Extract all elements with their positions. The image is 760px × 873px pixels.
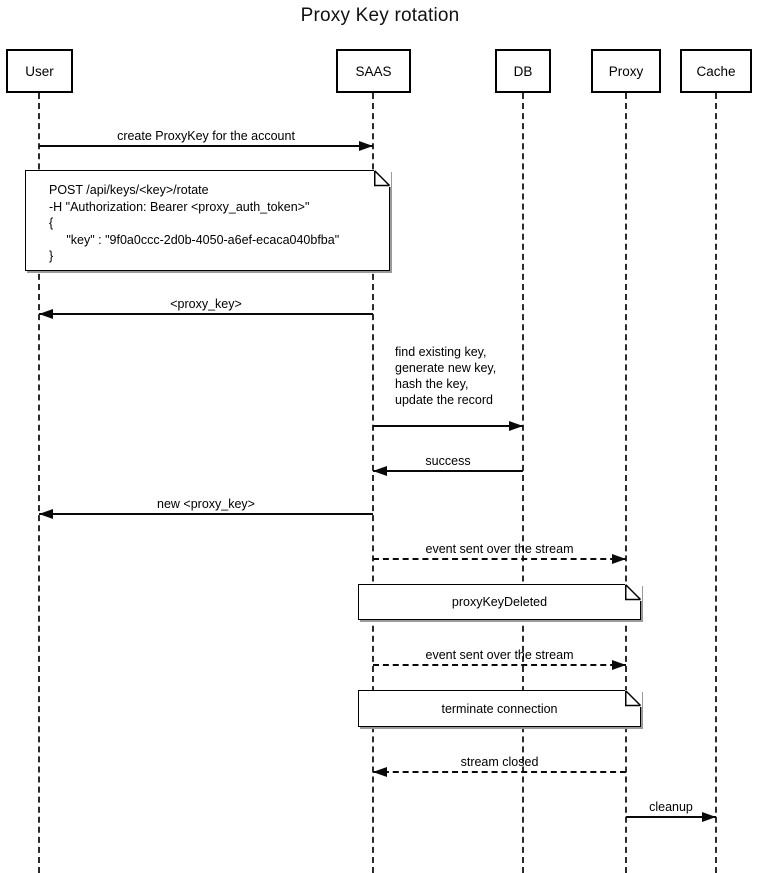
participant-db: DB [495,49,551,93]
note-fold-icon [373,169,391,187]
message-line-new-proxy-key [39,513,373,515]
message-label-find-key: find existing key, generate new key, has… [395,345,497,407]
note-rotate-request: POST /api/keys/<key>/rotate -H "Authoriz… [25,169,391,271]
message-line-proxy-key [39,313,373,315]
arrowhead-right-icon [612,660,626,670]
lifeline-db [522,93,524,873]
note-terminate-connection: terminate connection [358,689,642,727]
note-proxykey-deleted-label: proxyKeyDeleted [451,595,548,609]
note-line-key: "key" : "9f0a0ccc-2d0b-4050-a6ef-ecaca04… [49,232,340,247]
message-label-create-proxykey: create ProxyKey for the account [117,129,295,143]
diagram-title: Proxy Key rotation [300,5,460,26]
arrowhead-left-icon [39,509,53,519]
arrowhead-left-icon [373,767,387,777]
arrowhead-right-icon [702,812,716,822]
participant-user-label: User [25,63,54,79]
message-label-stream-closed: stream closed [460,755,539,769]
message-line-event-stream-2 [373,664,626,666]
participant-user: User [6,49,73,93]
note-line-brace-close: } [49,249,54,263]
arrowhead-right-icon [509,421,523,431]
lifeline-saas [372,93,374,873]
participant-saas: SAAS [336,49,411,93]
participant-cache: Cache [680,49,752,93]
note-line-post: POST /api/keys/<key>/rotate [49,183,209,197]
arrowhead-left-icon [373,466,387,476]
message-line-cleanup [626,816,716,818]
message-label-event-stream-1: event sent over the stream [425,542,574,556]
participant-proxy-label: Proxy [608,63,644,79]
note-terminate-connection-label: terminate connection [441,701,558,716]
note-line-header: -H "Authorization: Bearer <proxy_auth_to… [49,199,310,214]
message-label-success: success [425,454,471,468]
message-line-event-stream-1 [373,558,626,560]
note-proxykey-deleted: proxyKeyDeleted [358,583,642,620]
participant-db-label: DB [513,63,533,79]
note-fold-icon [624,583,642,601]
message-line-create-proxykey [39,145,373,147]
arrowhead-right-icon [612,554,626,564]
note-fold-icon [624,689,642,707]
message-line-success [373,470,523,472]
participant-cache-label: Cache [696,63,736,79]
message-line-find-key [373,425,523,427]
message-line-stream-closed [373,771,626,773]
participant-saas-label: SAAS [355,63,392,79]
note-line-brace-open: { [49,216,54,230]
lifeline-cache [715,93,717,873]
arrowhead-right-icon [359,141,373,151]
lifeline-user [38,93,40,873]
message-label-proxy-key: <proxy_key> [170,297,242,311]
arrowhead-left-icon [39,309,53,319]
message-label-cleanup: cleanup [649,800,693,814]
message-label-event-stream-2: event sent over the stream [425,648,574,662]
participant-proxy: Proxy [591,49,661,93]
message-label-new-proxy-key: new <proxy_key> [157,497,255,511]
lifeline-proxy [625,93,627,873]
